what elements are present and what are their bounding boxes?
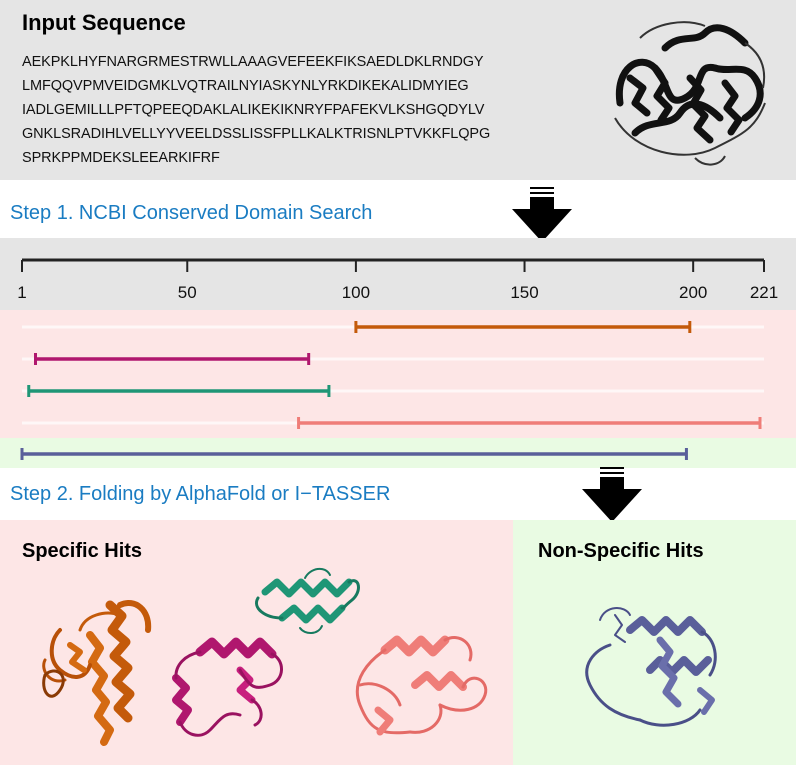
protein-structure-black-icon [614,21,766,166]
folded-structures [42,567,717,746]
sequence-line: SPRKPPMDEKSLEEARKIFRF [22,150,220,166]
ruler-tick-label: 150 [510,283,538,302]
ruler-tick-label: 50 [178,283,197,302]
down-arrow-icon [582,467,642,522]
ruler-tick-label: 100 [342,283,370,302]
protein-structure-green-icon [255,567,360,634]
ruler-tick-label: 221 [750,283,778,302]
sequence-text: AEKPKLHYFNARGRMESTRWLLAAAGVEFEEKFIKSAEDL… [22,50,582,170]
specific-hits-title: Specific Hits [22,540,143,562]
sequence-line: IADLGEMILLLPFTQPEEQDAKLALIKEKIKNRYFPAFEK… [22,102,485,118]
protein-structure-slate-icon [585,607,717,727]
non-specific-hits-title: Non-Specific Hits [538,540,704,562]
ruler-tick-label: 1 [17,283,26,302]
ruler-tick-label: 200 [679,283,707,302]
input-sequence-title: Input Sequence [22,10,186,35]
specific-hit-bar [297,417,762,429]
down-arrow-icon [512,187,572,242]
specific-hit-bar [33,353,311,365]
protein-structure-orange-icon [42,600,152,746]
protein-structure-magenta-icon [172,637,283,737]
specific-hit-bar [27,385,331,397]
step1-label: Step 1. NCBI Conserved Domain Search [10,202,373,224]
step2-label: Step 2. Folding by AlphaFold or I−TASSER [10,483,391,505]
domain-hit-bars [20,321,764,460]
sequence-line: LMFQQVPMVEIDGMKLVQTRAILNYIASKYNLYRKDIKEK… [22,78,469,94]
specific-hits-band [0,310,796,438]
sequence-line: AEKPKLHYFNARGRMESTRWLLAAAGVEFEEKFIKSAEDL… [22,54,484,70]
specific-hit-bar [354,321,692,333]
protein-structure-salmon-icon [355,635,488,736]
sequence-line: GNKLSRADIHLVELLYYVEELDSSLISSFPLLKALKTRIS… [22,126,491,142]
ruler-band [0,238,796,310]
non-specific-hit-bar [20,448,688,460]
